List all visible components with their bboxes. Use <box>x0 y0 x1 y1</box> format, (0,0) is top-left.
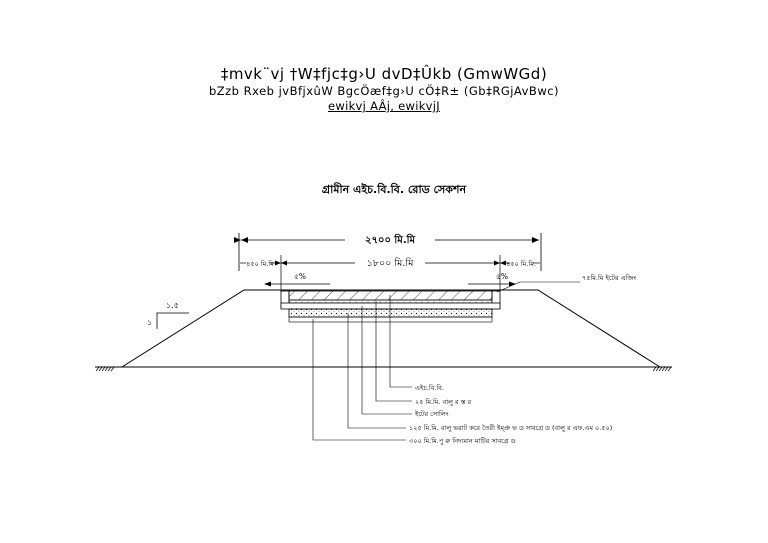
right-shoulder-label: ৪৫০ মি.মি. <box>506 260 536 268</box>
document-header: ‡mvk¨vj †W‡fjc‡g›U dvD‡Ûkb (GmwWGd) bZzb… <box>0 64 768 114</box>
layer-callouts <box>312 295 412 441</box>
slope-vertical-label: ১ <box>147 318 152 327</box>
improved-subgrade-layer <box>288 308 493 318</box>
project-title: bZzb Rxeb jvBfjxûW BgcÖæf‡g›U cÖ‡R± (Gb‡… <box>208 84 560 98</box>
camber-arrows: ৫% ৫% <box>264 272 516 287</box>
hbb-label: এইচ.বি.বি. <box>415 384 444 392</box>
subgrade-label: ৩০০ মি.মি.পু রু নিদ্যমান মাটির সাবগ্রে ড <box>409 436 517 445</box>
hbb-layer <box>288 290 493 301</box>
left-camber-label: ৫% <box>294 272 306 281</box>
carriageway-label: ১৮০০ মি.মি <box>367 257 414 269</box>
brick-soling-layer <box>280 302 501 310</box>
side-slope-indicator: ১ ১.৫ <box>147 301 189 329</box>
section-title: গ্রামীন এইচ.বি.বি. রোড সেকশন <box>322 182 467 196</box>
edging-label: ৭৫মি.মি ইটের এজিং <box>582 273 636 282</box>
embankment-profile <box>121 289 661 368</box>
sand-fill-label: ১২৫ মি.মি. বালু ভরাট করে তৈরী ইম্প্রু ভ … <box>409 423 612 432</box>
total-width-label: ২৭০০ মি.মি <box>365 233 416 246</box>
slope-horizontal-label: ১.৫ <box>166 301 179 310</box>
total-width-dimension: ২৭০০ মি.মি <box>234 233 542 271</box>
region-title: ewikvj AÂj, ewikvjJ <box>328 99 440 113</box>
pavement-layers <box>280 290 501 323</box>
sand-cushion-label: ২৫ মি.মি. বালু র স্ত র <box>415 398 471 406</box>
organization-title: ‡mvk¨vj †W‡fjc‡g›U dvD‡Ûkb (GmwWGd) <box>220 65 548 83</box>
brick-soling-label: ইটের সোলিং <box>414 409 449 418</box>
sand-cushion-layer <box>288 299 493 304</box>
right-camber-label: ৫% <box>496 272 508 281</box>
component-width-dimensions: ৪৫০ মি.মি ১৮০০ মি.মি ৪৫০ মি.মি. <box>240 255 540 292</box>
edging-callout: ৭৫মি.মি ইটের এজিং <box>496 273 636 293</box>
natural-ground-line <box>95 366 672 372</box>
left-shoulder-label: ৪৫০ মি.মি <box>246 260 274 268</box>
existing-subgrade-layer <box>288 316 493 323</box>
